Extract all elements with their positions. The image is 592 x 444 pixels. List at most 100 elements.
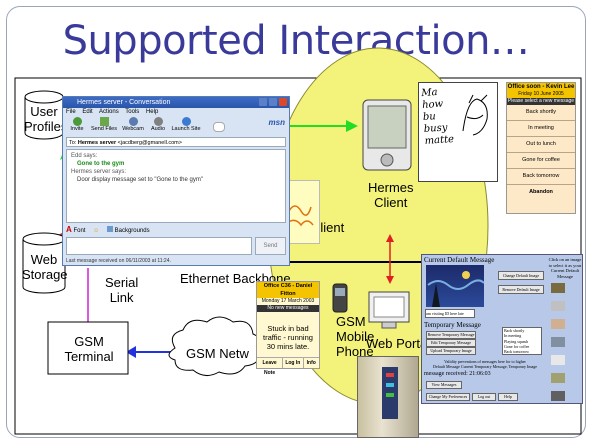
send-files-button[interactable]: Send Files [91,117,117,132]
pda-icon [362,99,412,171]
gallery-thumbnail[interactable] [551,283,565,293]
office-note-panel: Office C36 - Daniel Fitton Monday 17 Mar… [256,281,320,376]
in-meeting-button[interactable]: In meeting [507,121,575,137]
device-indicator [386,383,394,387]
web-portal-computer-icon [368,291,410,329]
messenger-menubar: File Edit Actions Tools Help [63,108,289,116]
invite-icon [72,117,82,126]
status-bar: Last message received on 06/11/2003 at 1… [66,258,171,264]
webcam-icon [128,117,138,126]
conversation-line: Edd says: [71,153,98,159]
leave-note-button[interactable]: Leave Note [257,358,284,376]
to-field: To: Hermes server <jacdberg@gmanell.com> [66,137,286,147]
gallery-thumbnail[interactable] [551,337,565,347]
message-input[interactable] [66,237,252,255]
minimize-icon[interactable] [259,98,267,106]
hermes-client-label: Hermes Client [368,180,414,210]
audio-button[interactable]: Audio [148,117,168,132]
message-received-text: message received: 21:06:03 [424,371,491,377]
back-tomorrow-button[interactable]: Back tomorrow [507,169,575,185]
message-list[interactable]: Back shortly In meeting Playing squash G… [502,327,542,355]
help-button[interactable]: Help [498,393,518,401]
messenger-title: Hermes server - Conversation [77,99,171,106]
serial-link-label: Serial Link [105,275,139,305]
gone-for-coffee-button[interactable]: Gone for coffee [507,153,575,169]
menu-edit[interactable]: Edit [82,109,93,115]
close-icon[interactable] [279,98,287,106]
door-display-prompt: Please select a new message [507,98,575,105]
gallery-thumbnail[interactable] [551,391,565,401]
web-storage-label: Web Storage [22,252,68,282]
list-item[interactable]: In meeting [504,333,522,339]
web-storage-db: Web Storage [22,232,68,294]
remove-default-image-button[interactable]: Remove Default Image [498,285,544,294]
user-profiles-db: User Profiles [24,90,67,140]
upload-temporary-image-button[interactable]: Upload Temporary Image [426,347,476,355]
webcam-button[interactable]: Webcam [121,117,145,132]
current-default-title: Current Default Message [424,256,495,264]
list-item[interactable]: Back tomorrow [504,349,529,355]
door-display-date: Friday 10 June 2005 [507,91,575,98]
device-indicator [386,373,394,377]
edit-temporary-message-button[interactable]: Edit Temporary Message [426,339,476,347]
scribble-drawing [462,94,488,136]
conversation-line: Gone to the gym [77,161,125,167]
change-preferences-button[interactable]: Change My Preferences [426,393,470,401]
conversation-line: Door display message set to "Gone to the… [77,177,203,183]
log-in-button[interactable]: Log In [283,358,304,368]
view-messages-button[interactable]: View Messages [426,381,462,389]
office-note-status: No new messages [257,305,319,312]
info-button[interactable]: Info [306,360,316,366]
backgrounds-icon [106,226,113,232]
backgrounds-button[interactable]: Backgrounds [114,228,150,234]
gallery-thumbnail[interactable] [551,355,565,365]
web-portal-page: Current Default Message Change Default I… [421,254,583,404]
out-to-lunch-button[interactable]: Out to lunch [507,137,575,153]
list-item[interactable]: Gone for coffee [504,343,530,349]
list-item[interactable]: Back shortly [504,328,525,333]
menu-file[interactable]: File [66,109,76,115]
gsm-network-label: GSM Netw [186,346,249,361]
log-out-button[interactable]: Log out [472,393,496,401]
font-button[interactable]: Font [73,228,86,234]
image-gallery [550,281,582,401]
send-button[interactable]: Send [255,237,286,255]
invite-button[interactable]: Invite [67,117,87,132]
launch-site-icon [181,117,191,126]
menu-help[interactable]: Help [145,109,159,115]
portal-instructions: Click on an image to select it as your C… [548,257,582,279]
door-display-header: Office soon - Kevin Lee [507,83,575,91]
remove-temporary-message-button[interactable]: Remove Temporary Message [426,331,476,339]
device-indicator [386,393,394,397]
gsm-mobile-phone-label: GSM Mobile Phone [336,314,375,359]
web-portal-label: Web Portal [366,336,431,351]
office-note-message: Stuck in bad traffic - running 30 mins l… [263,324,313,351]
abandon-button[interactable]: Abandon [529,189,553,195]
menu-actions[interactable]: Actions [99,109,119,115]
emoticon-button[interactable]: ☺ [93,228,100,234]
list-item[interactable]: Playing squash [504,338,529,344]
gallery-thumbnail[interactable] [551,301,565,311]
handwriting-note: Ma how bu busy matte [418,82,498,182]
launch-site-button[interactable]: Launch Site [171,117,201,132]
messenger-toolbar: Invite Send Files Webcam Audio Launch Si… [63,116,289,136]
menu-tools[interactable]: Tools [125,109,140,115]
change-default-image-button[interactable]: Change Default Image [498,271,544,280]
gallery-thumbnail[interactable] [551,373,565,383]
office-note-date: Monday 17 March 2003 [261,298,315,304]
back-shortly-button[interactable]: Back shortly [507,105,575,121]
gallery-thumbnail[interactable] [551,319,565,329]
msn-logo: msn [268,118,285,127]
format-bar: A Font ☺ Backgrounds [66,225,286,235]
gsm-terminal-label: GSM Terminal [64,334,114,364]
handwriting-text: Ma how bu busy matte [420,86,455,147]
status-icon[interactable] [213,122,225,132]
device-photo [357,356,419,438]
temporary-message-input[interactable]: am visiting ID here late [425,309,475,318]
maximize-icon[interactable] [269,98,277,106]
audio-icon [153,117,163,126]
portal-info-text: Validity preventions of messages here fo… [432,359,538,369]
starry-night-image[interactable] [426,265,485,307]
send-files-icon [99,117,109,126]
messenger-title-bar: Hermes server - Conversation [63,97,289,108]
